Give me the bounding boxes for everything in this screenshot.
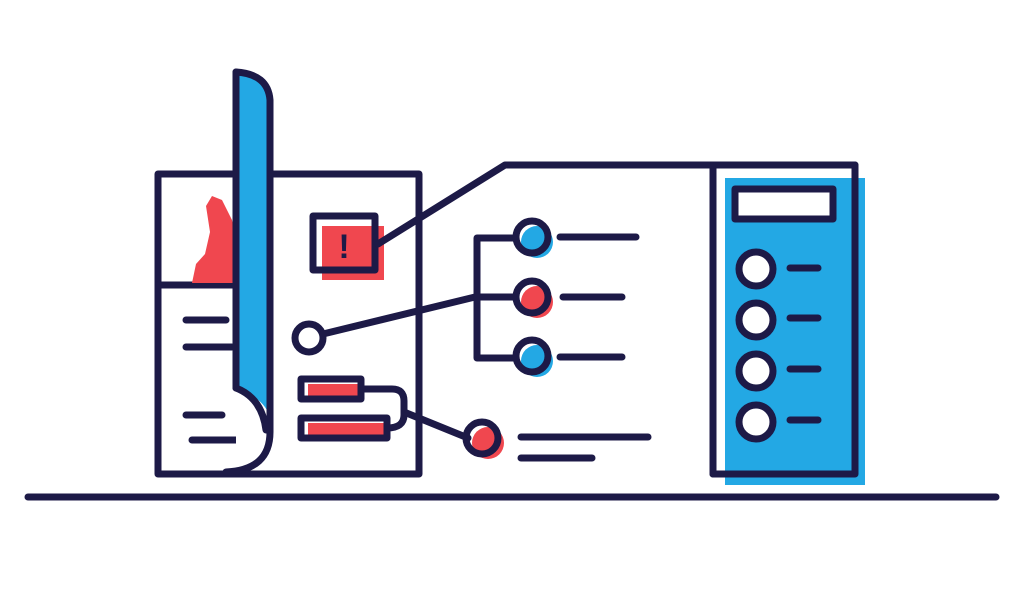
node-connector [319,293,479,338]
checklist-panel-icon [709,161,865,485]
page-curl [222,68,274,476]
stacked-bars-icon [297,375,472,442]
document-node [291,320,327,356]
document-icon [154,170,423,478]
document-frame [154,170,423,478]
thumbs-up-icon [192,196,238,283]
warning-symbol: ! [338,228,349,266]
flowchart-icon [462,217,652,462]
warning-icon: ! [309,212,384,280]
warning-connector [374,161,717,248]
